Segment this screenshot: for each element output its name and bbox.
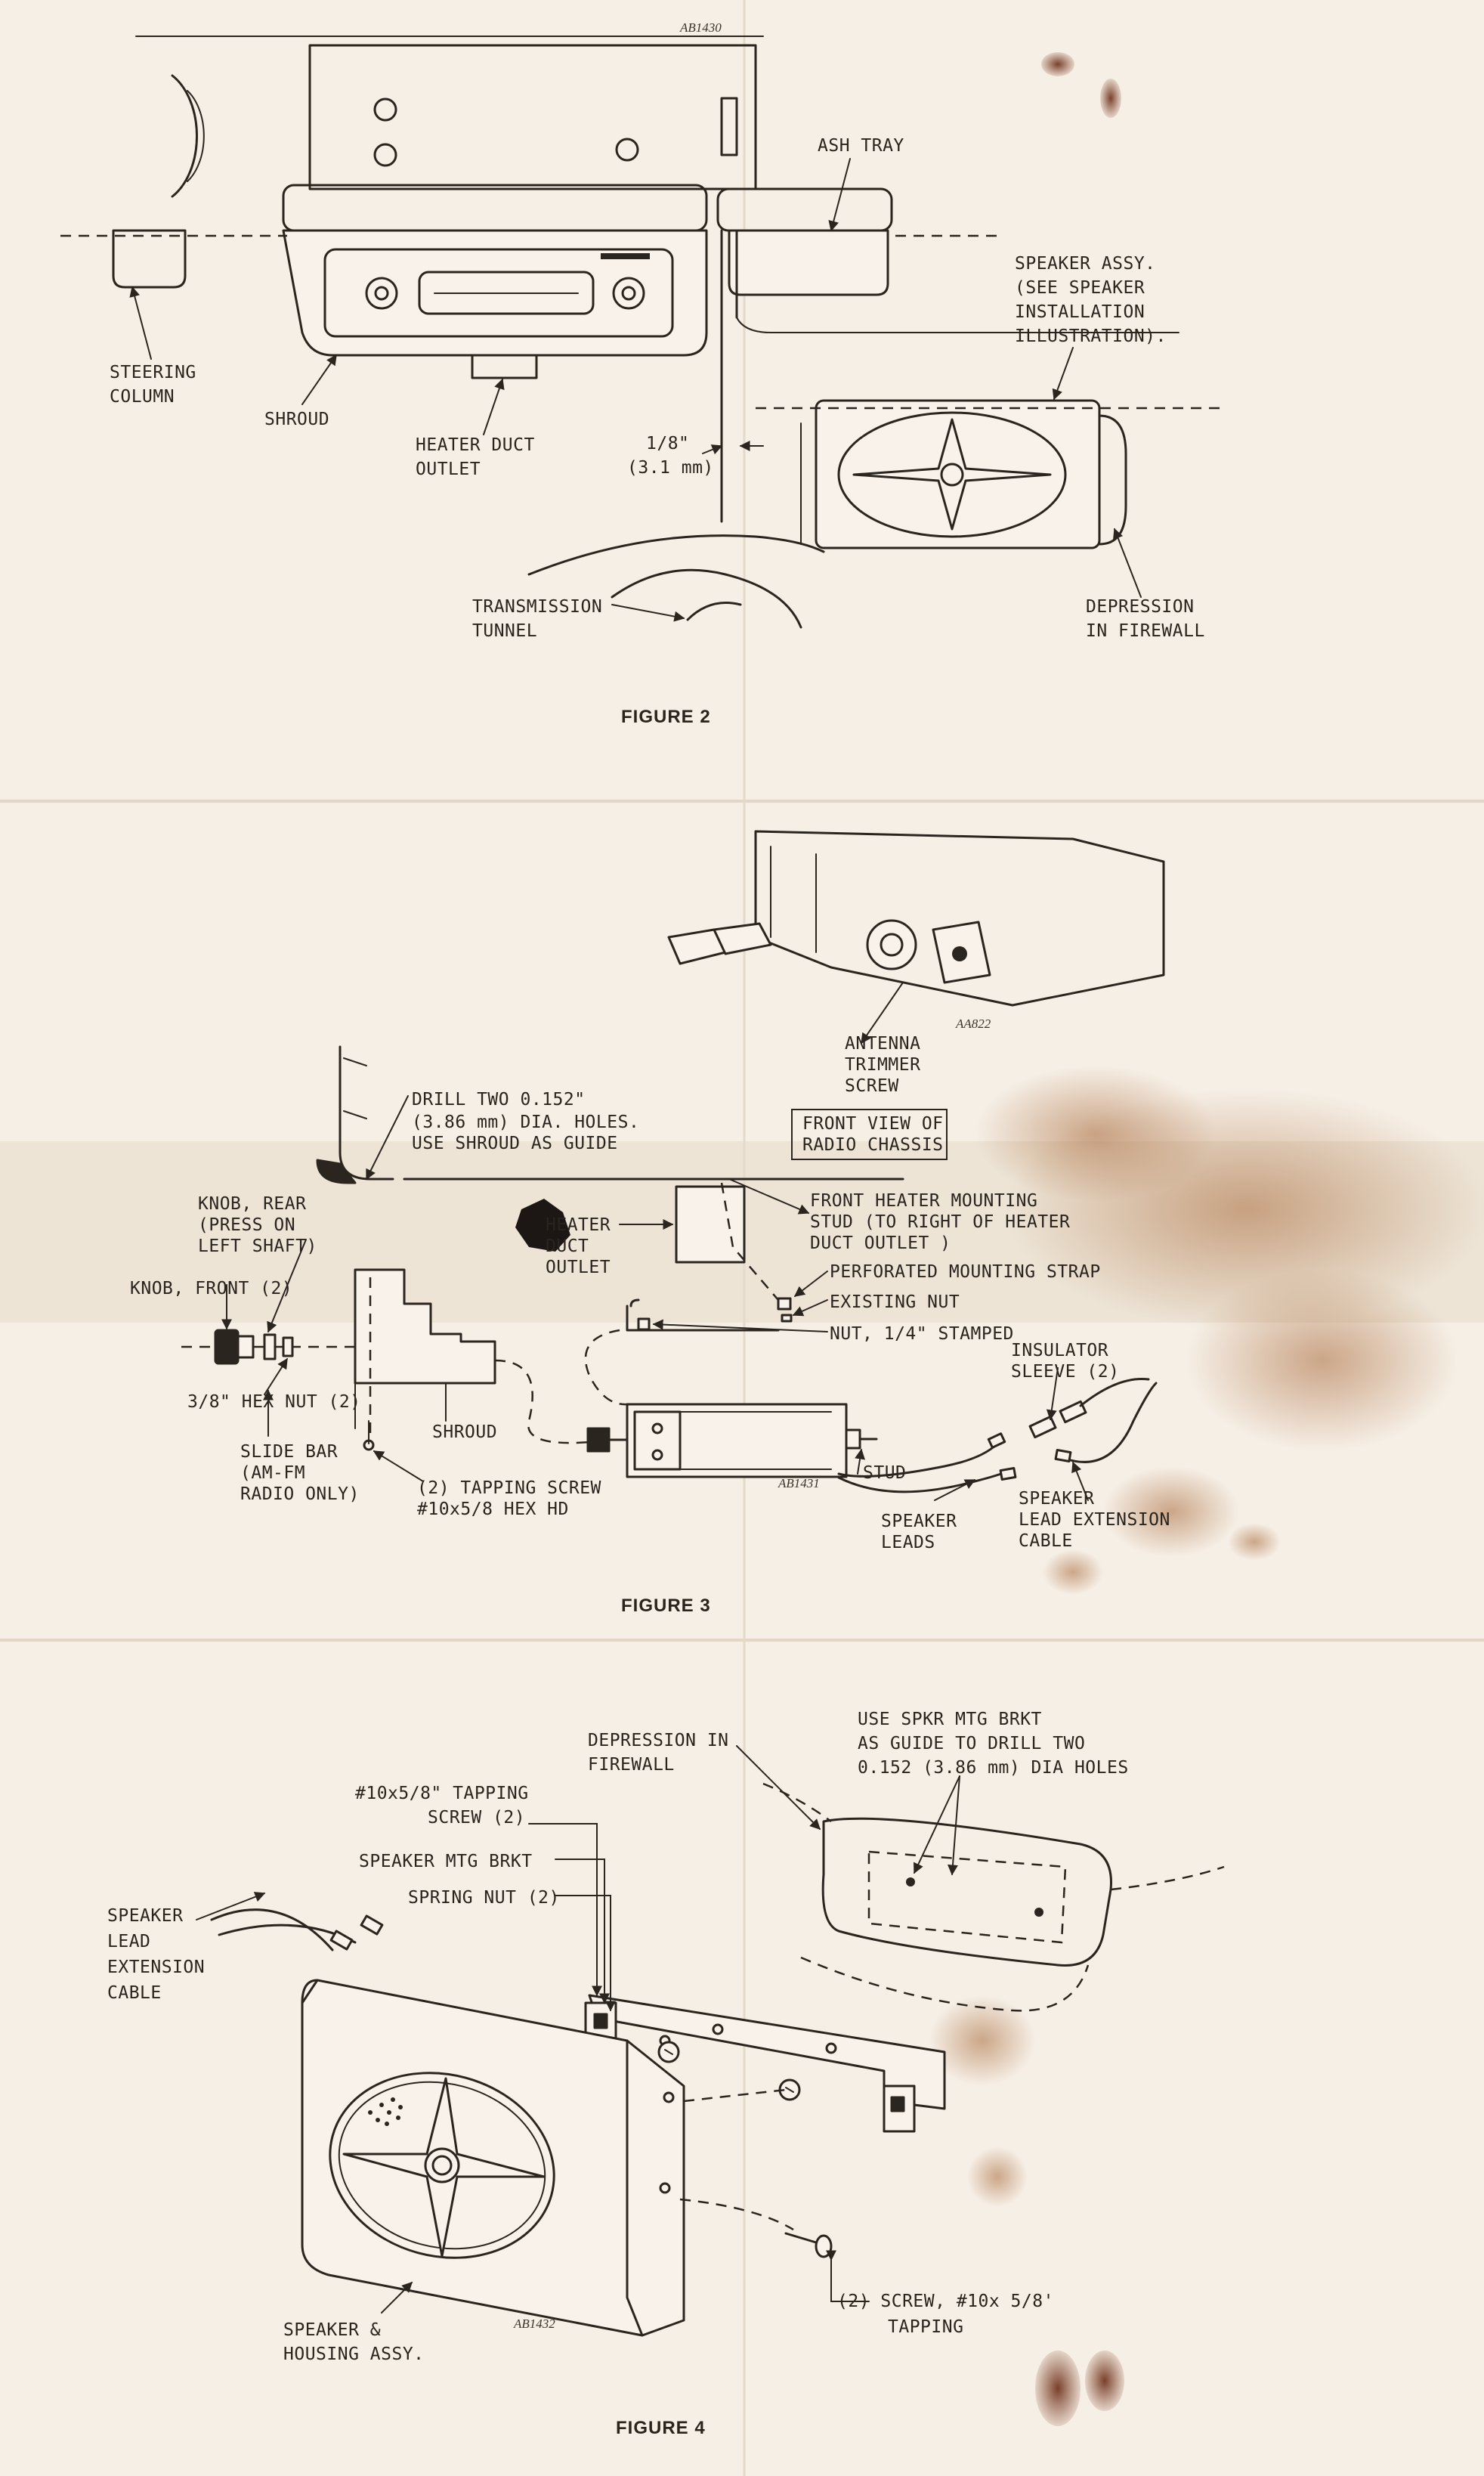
- perforated-strap-label: PERFORATED MOUNTING STRAP: [830, 1262, 1101, 1282]
- spring-nut-label: SPRING NUT (2): [408, 1888, 560, 1908]
- transmission-tunnel-label-line1: TRANSMISSION: [472, 597, 602, 617]
- speaker-assy-label-line3: INSTALLATION: [1015, 302, 1145, 322]
- heater-duct-label-line1: HEATER DUCT: [416, 435, 535, 455]
- lead-extension-label-line1: SPEAKER: [1019, 1489, 1094, 1509]
- front-view-label-line1: FRONT VIEW OF: [802, 1114, 944, 1134]
- shroud-label-fig3: SHROUD: [432, 1422, 497, 1442]
- insulator-sleeve-label-line1: INSULATOR: [1011, 1341, 1108, 1360]
- clearance-label-line1: 1/8": [646, 434, 689, 453]
- speaker-leads-label-line2: LEADS: [881, 1533, 935, 1552]
- lead-extension-label-fig4-line2: LEAD: [107, 1932, 150, 1951]
- use-bracket-label-line3: 0.152 (3.86 mm) DIA HOLES: [858, 1758, 1129, 1778]
- tapping-screw-label-line2: #10x5/8 HEX HD: [417, 1500, 569, 1519]
- existing-nut-label: EXISTING NUT: [830, 1292, 960, 1312]
- depression-firewall-label-fig4-line1: DEPRESSION IN: [588, 1731, 729, 1750]
- nut-stamped-label: NUT, 1/4" STAMPED: [830, 1324, 1014, 1344]
- screw-label-line2: TAPPING: [888, 2317, 963, 2337]
- heater-outlet-label-line1: HEATER: [546, 1215, 611, 1235]
- speaker-housing-label-line2: HOUSING ASSY.: [283, 2344, 425, 2364]
- steering-column-label-line1: STEERING: [110, 363, 196, 382]
- antenna-trimmer-label-line1: ANTENNA: [845, 1034, 920, 1054]
- steering-column-label-line2: COLUMN: [110, 387, 175, 407]
- figure-4: DEPRESSION IN FIREWALL USE SPKR MTG BRKT…: [107, 1710, 1225, 2438]
- speaker-assy-label-line2: (SEE SPEAKER: [1015, 278, 1145, 298]
- shroud-label: SHROUD: [264, 410, 329, 429]
- drill-holes-label-line3: USE SHROUD AS GUIDE: [412, 1134, 618, 1153]
- tapping-screw-label-line1: (2) TAPPING SCREW: [417, 1478, 601, 1498]
- inset-code: AA822: [955, 1017, 991, 1031]
- front-heater-stud-label-line3: DUCT OUTLET ): [810, 1233, 951, 1253]
- knob-front-label: KNOB, FRONT (2): [130, 1279, 292, 1298]
- lead-extension-label-fig4-line1: SPEAKER: [107, 1906, 183, 1926]
- figure3-caption: FIGURE 3: [621, 1595, 711, 1616]
- heater-outlet-label-line2: DUCT: [546, 1236, 589, 1256]
- screw-label-line1: (2) SCREW, #10x 5/8': [837, 2292, 1054, 2311]
- figure2-caption: FIGURE 2: [621, 707, 711, 727]
- use-bracket-label-line1: USE SPKR MTG BRKT: [858, 1710, 1042, 1729]
- clearance-label-line2: (3.1 mm): [627, 458, 714, 478]
- figure-2: AB1430: [60, 20, 1224, 727]
- speaker-bracket-label: SPEAKER MTG BRKT: [359, 1852, 533, 1871]
- tapping-screw-label-fig4-line1: #10x5/8" TAPPING: [355, 1784, 529, 1803]
- depression-firewall-label-line2: IN FIREWALL: [1086, 621, 1205, 641]
- heater-duct-label-line2: OUTLET: [416, 460, 481, 479]
- insulator-sleeve-label-line2: SLEEVE (2): [1011, 1362, 1119, 1382]
- transmission-tunnel-label-line2: TUNNEL: [472, 621, 537, 641]
- tapping-screw-label-fig4-line2: SCREW (2): [428, 1808, 525, 1828]
- drill-holes-label-line1: DRILL TWO 0.152": [412, 1090, 586, 1110]
- depression-firewall-label-fig4-line2: FIREWALL: [588, 1755, 675, 1775]
- speaker-assy-label-line1: SPEAKER ASSY.: [1015, 254, 1156, 274]
- knob-rear-label-line2: (PRESS ON: [198, 1215, 295, 1235]
- hex-nut-label: 3/8" HEX NUT (2): [187, 1392, 361, 1412]
- slide-bar-label-line2: (AM-FM: [240, 1463, 305, 1483]
- antenna-trimmer-label-line3: SCREW: [845, 1076, 899, 1096]
- radio-code: AB1431: [778, 1476, 820, 1490]
- knob-rear-label-line1: KNOB, REAR: [198, 1194, 306, 1214]
- lead-extension-label-line3: CABLE: [1019, 1531, 1073, 1551]
- ash-tray-label: ASH TRAY: [818, 136, 904, 156]
- depression-firewall-label-line1: DEPRESSION: [1086, 597, 1194, 617]
- drill-holes-label-line2: (3.86 mm) DIA. HOLES.: [412, 1113, 639, 1132]
- speaker-leads-label-line1: SPEAKER: [881, 1512, 957, 1531]
- lead-extension-label-fig4-line4: CABLE: [107, 1983, 162, 2003]
- speaker-assy-label-line4: ILLUSTRATION).: [1015, 327, 1167, 346]
- front-heater-stud-label-line2: STUD (TO RIGHT OF HEATER: [810, 1212, 1070, 1232]
- lead-extension-label-line2: LEAD EXTENSION: [1019, 1510, 1170, 1530]
- radio-chassis-inset: AA822: [667, 830, 1165, 1045]
- slide-bar-label-line3: RADIO ONLY): [240, 1484, 360, 1504]
- use-bracket-label-line2: AS GUIDE TO DRILL TWO: [858, 1734, 1085, 1753]
- speaker-housing-label-line1: SPEAKER &: [283, 2320, 381, 2340]
- figure4-code: AB1432: [513, 2317, 555, 2331]
- figure4-caption: FIGURE 4: [616, 2418, 706, 2438]
- figure2-code: AB1430: [679, 20, 722, 35]
- speaker-grille-dots: [368, 2097, 403, 2126]
- knob-rear-label-line3: LEFT SHAFT): [198, 1236, 317, 1256]
- front-view-label-line2: RADIO CHASSIS: [802, 1135, 944, 1155]
- heater-outlet-label-line3: OUTLET: [546, 1258, 611, 1277]
- lead-extension-label-fig4-line3: EXTENSION: [107, 1958, 205, 1977]
- slide-bar-label-line1: SLIDE BAR: [240, 1442, 338, 1462]
- figure-3: AA822 ANTENNA TRIMMER SCREW DRILL TWO 0.…: [130, 830, 1170, 1616]
- antenna-trimmer-label-line2: TRIMMER: [845, 1055, 920, 1075]
- front-heater-stud-label-line1: FRONT HEATER MOUNTING: [810, 1191, 1037, 1211]
